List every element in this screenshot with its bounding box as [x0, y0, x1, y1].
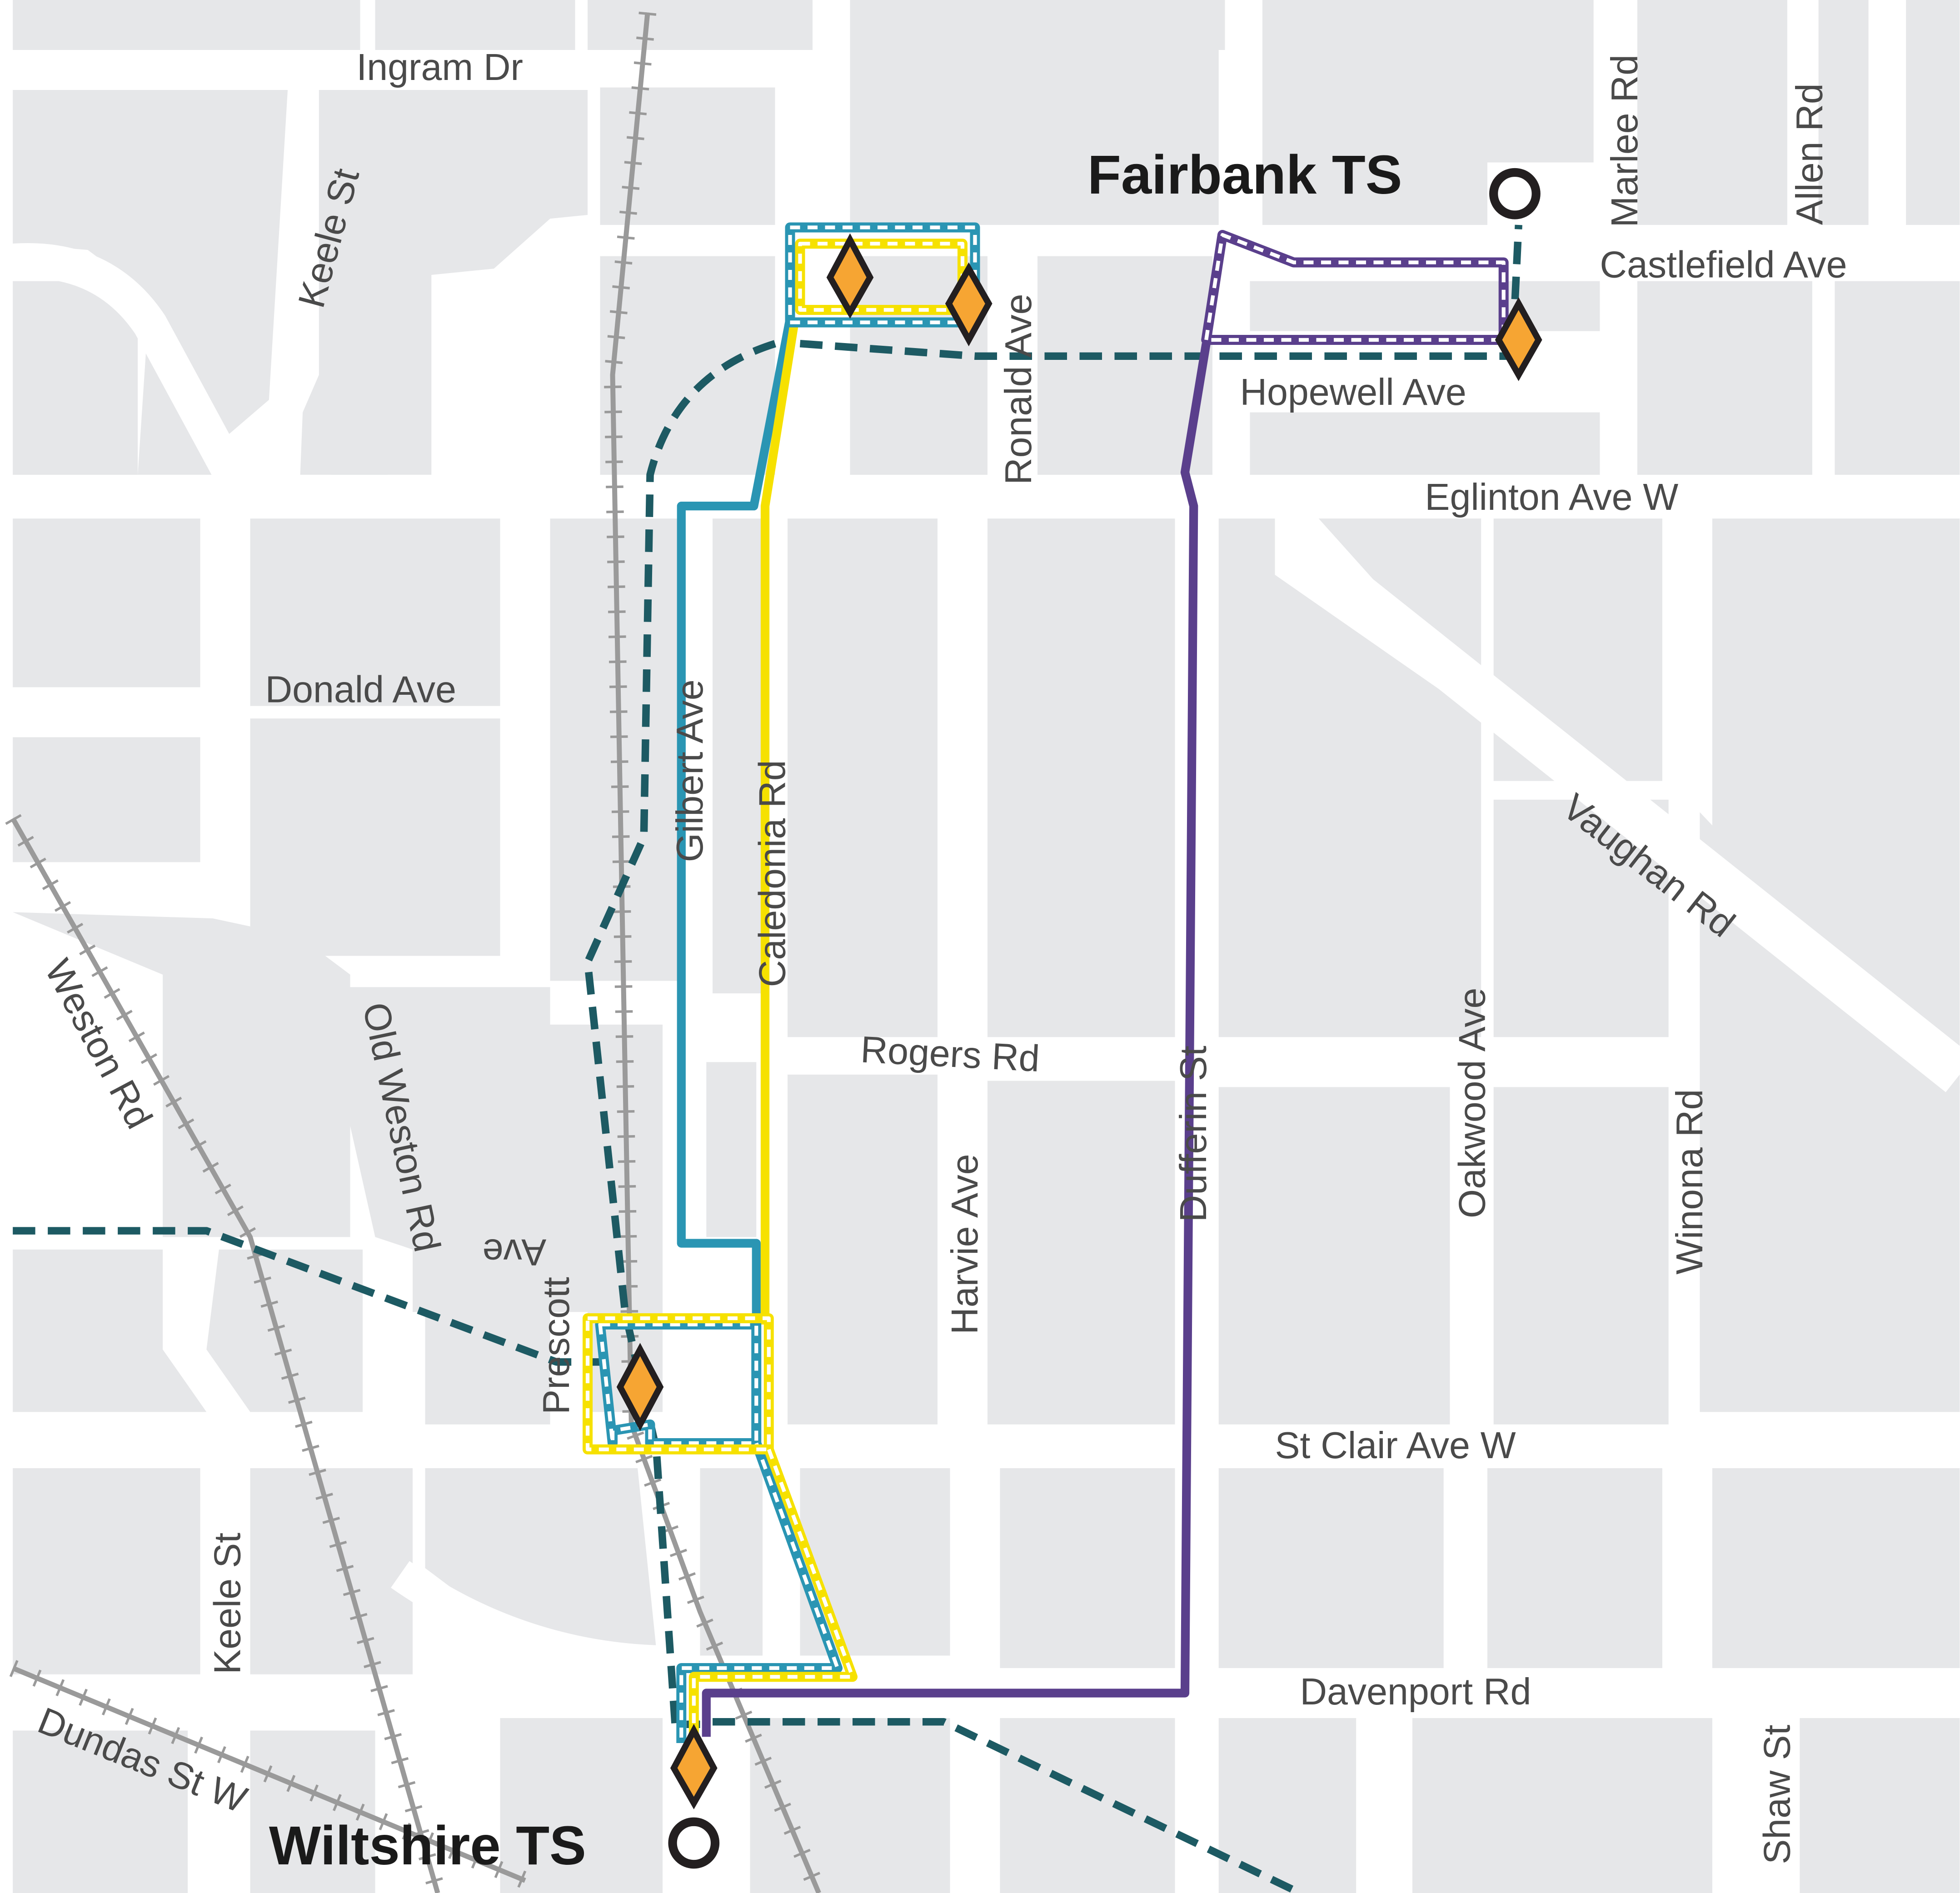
diamond-stop-icon[interactable] [616, 1343, 664, 1431]
route-purple-solid [702, 343, 1211, 1737]
rail-line-northwest [10, 817, 440, 1893]
street-label-eglinton-ave-w: Eglinton Ave W [1425, 476, 1678, 518]
terminals [668, 168, 1541, 1869]
street-label-gilbert-ave: Gilbert Ave [669, 679, 711, 862]
street-label-donald-ave: Donald Ave [265, 668, 456, 710]
street-label-prescott: Prescott [535, 1277, 577, 1415]
street-label-oakwood-ave: Oakwood Ave [1451, 988, 1493, 1218]
route-blue-solid [677, 318, 794, 1325]
street-label-harvie-ave: Harvie Ave [944, 1154, 986, 1334]
street-label-davenport-rd: Davenport Rd [1300, 1671, 1531, 1713]
diagonal-roads [0, 243, 1960, 1679]
terminal-label-fairbank: Fairbank TS [1087, 144, 1402, 205]
route-yellow-solid [760, 318, 800, 1325]
street-label-rogers-rd: Rogers Rd [860, 1028, 1041, 1080]
route-teal-dashed-hopewell [799, 224, 1522, 360]
route-teal-dashed-south [713, 1718, 1302, 1893]
street-label-prescott-ave: Ave [483, 1231, 547, 1273]
bus-stops [616, 233, 1542, 1809]
rail-line-southwest-ties [9, 1660, 529, 1889]
diamond-stop-icon[interactable] [1495, 297, 1542, 381]
street-label-keele-st-south: Keele St [207, 1533, 249, 1674]
street-label-st-clair-ave-w: St Clair Ave W [1275, 1425, 1516, 1466]
diamond-stop-icon[interactable] [826, 233, 874, 319]
route-loop-purple-dashes [1204, 233, 1506, 342]
street-label-shaw-st: Shaw St [1756, 1724, 1798, 1864]
terminal-label-wiltshire: Wiltshire TS [269, 1814, 586, 1876]
street-label-marlee-rd: Marlee Rd [1604, 55, 1646, 227]
diamond-stop-icon[interactable] [945, 262, 992, 347]
street-label-dufferin-st: Dufferin St [1172, 1046, 1214, 1222]
diamond-stop-icon[interactable] [670, 1724, 718, 1809]
street-label-caledonia-rd: Caledonia Rd [752, 760, 793, 987]
street-label-allen-rd: Allen Rd [1789, 83, 1830, 225]
street-label-hopewell-ave: Hopewell Ave [1240, 371, 1466, 413]
ring-terminal-icon[interactable] [1489, 168, 1541, 219]
ring-terminal-icon[interactable] [668, 1817, 720, 1869]
street-label-winona-rd: Winona Rd [1669, 1089, 1711, 1275]
street-label-ingram-dr: Ingram Dr [356, 46, 523, 88]
street-label-ronald-ave: Ronald Ave [997, 294, 1039, 485]
street-label-castlefield-ave: Castlefield Ave [1600, 244, 1847, 285]
transit-routes [13, 222, 1522, 1893]
route-teal-dashed-main [584, 340, 776, 1729]
